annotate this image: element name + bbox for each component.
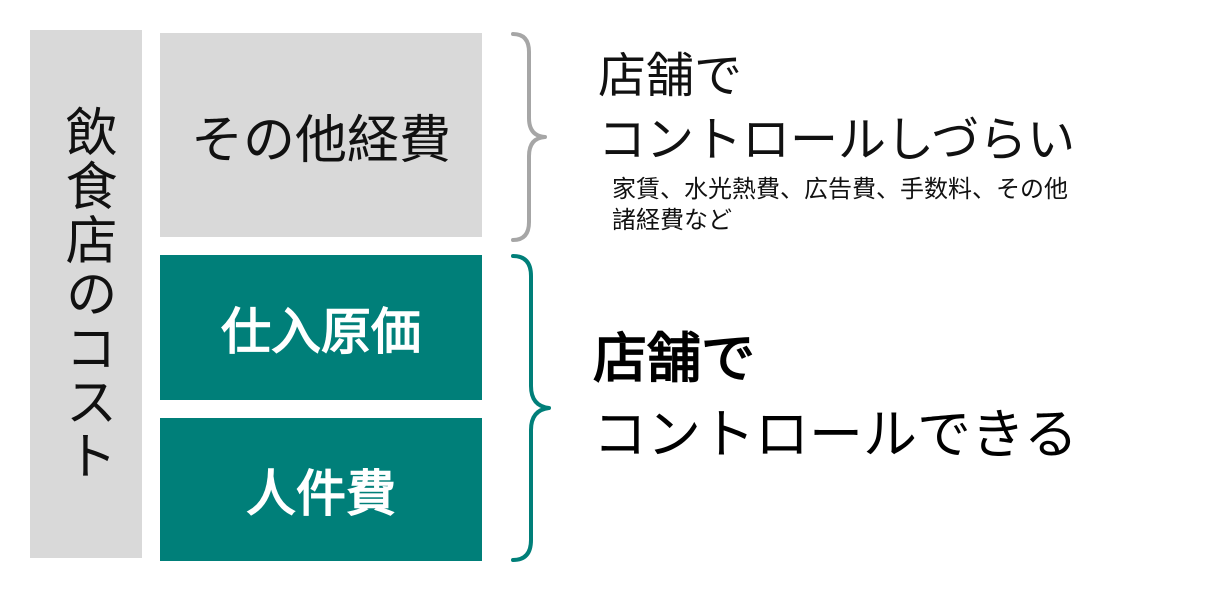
controllable-heading: 店舗で コントロールできる (593, 332, 1078, 484)
cost-category-text: 飲食店のコスト (56, 105, 116, 483)
teal-curly-brace (511, 254, 551, 562)
uncontrollable-examples-line1: 家賃、水光熱費、広告費、手数料、その他 (612, 175, 1068, 203)
uncontrollable-heading-line2: コントロールしづらい (598, 112, 1076, 168)
uncontrollable-examples-line2: 諸経費など (612, 206, 732, 234)
uncontrollable-heading: 店舗で コントロールしづらい (598, 48, 1075, 176)
gray-brace-path (511, 32, 547, 242)
controllable-heading-line1: 店舗で (593, 327, 755, 390)
other-expenses-box: その他経費 (160, 33, 482, 237)
controllable-heading-line2: コントロールできる (593, 403, 1078, 466)
labor-cost-label: 人件費 (246, 464, 396, 523)
gray-curly-brace (511, 32, 547, 242)
uncontrollable-heading-line1: 店舗で (598, 48, 743, 104)
other-expenses-label: その他経費 (190, 110, 451, 171)
labor-cost-box: 人件費 (160, 418, 482, 561)
purchase-cost-label: 仕入原価 (221, 302, 421, 361)
purchase-cost-box: 仕入原価 (160, 255, 482, 400)
uncontrollable-examples: 家賃、水光熱費、広告費、手数料、その他 諸経費など (612, 174, 1068, 236)
cost-category-label: 飲食店のコスト (30, 30, 142, 558)
teal-brace-path (511, 254, 551, 562)
